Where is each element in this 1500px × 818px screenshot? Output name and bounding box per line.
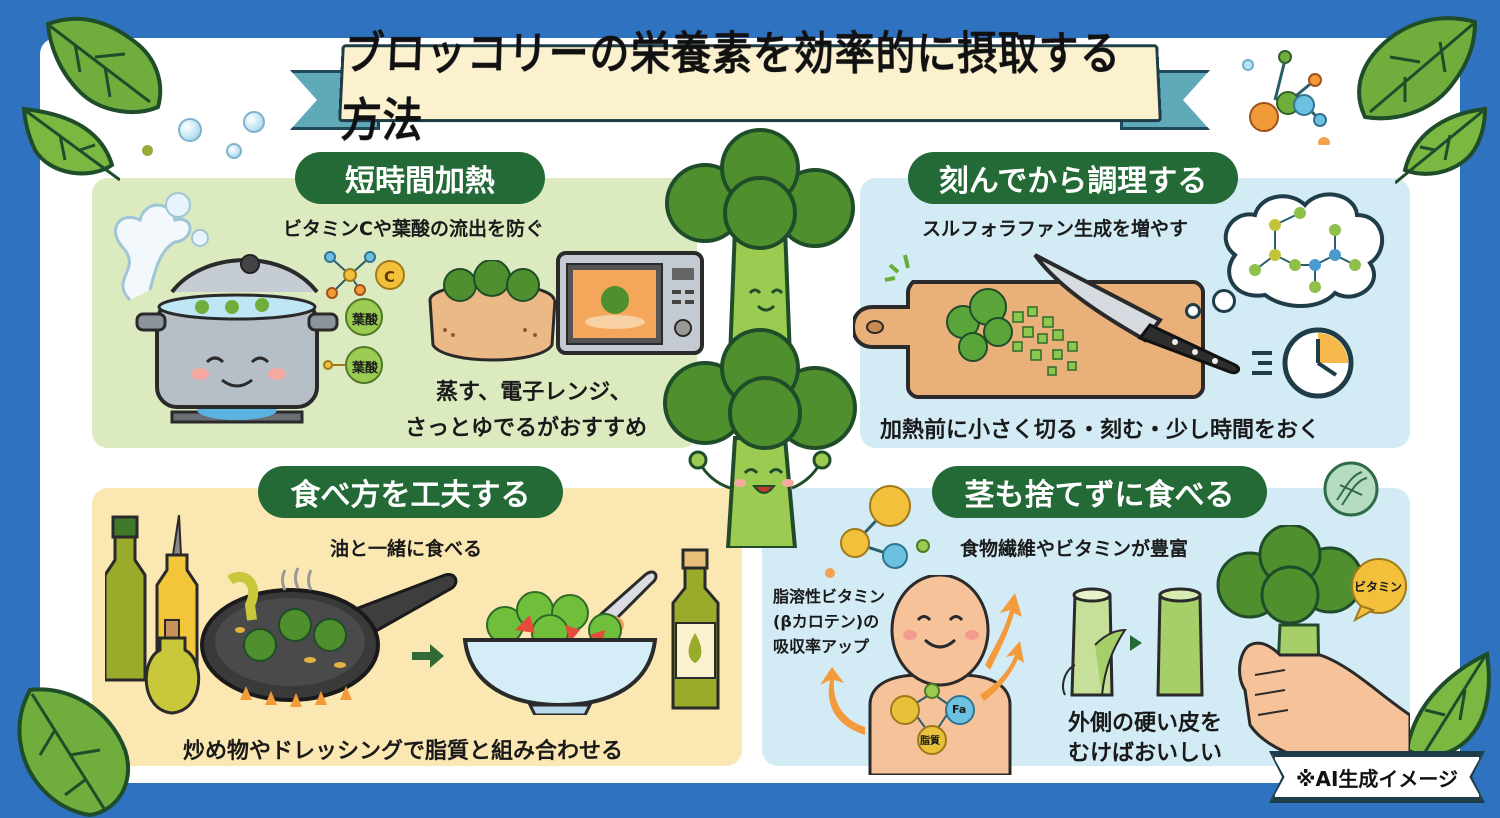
leaf-icon — [1357, 16, 1478, 121]
section-note: 外側の硬い皮を — [1068, 711, 1223, 736]
side-note: 吸収率アップ — [773, 637, 870, 656]
salad-bowl-icon — [462, 570, 658, 715]
leaf-icon — [21, 106, 120, 182]
section-eating-tips — [92, 488, 742, 766]
arrow-right-icon — [412, 644, 444, 668]
microwave-icon — [556, 251, 704, 355]
steam-icon — [114, 192, 209, 302]
fa-label: Fa — [952, 703, 967, 716]
broccoli-character-icon — [663, 128, 857, 548]
vitamin-speech-bubble — [1351, 558, 1407, 623]
section-subtitle: 油と一緒に食べる — [330, 538, 483, 560]
pot-icon — [135, 254, 339, 424]
side-note: (βカロテン)の — [773, 612, 880, 631]
vitamin-label: ビタミン — [1354, 580, 1403, 594]
knife-icon — [1033, 253, 1241, 375]
section-note: 蒸す、電子レンジ、 — [436, 380, 632, 405]
dot-decoration — [142, 145, 153, 156]
section-note: むけばおいしい — [1068, 741, 1223, 766]
bubble-icon — [178, 118, 202, 142]
steamer-icon — [428, 260, 557, 362]
section-note: 炒め物やドレッシングで脂質と組み合わせる — [183, 739, 624, 764]
fat-label: 脂質 — [920, 736, 940, 747]
oil-bottle-icon — [105, 515, 201, 715]
section-heading: 食べ方を工夫する — [258, 466, 563, 518]
section-heading: 刻んでから調理する — [908, 152, 1238, 204]
motion-lines-icon — [884, 254, 910, 282]
side-note: 脂溶性ビタミン — [773, 587, 886, 606]
oil-bottle-icon — [671, 548, 720, 710]
thought-cloud-icon — [1223, 192, 1385, 308]
molecule-icon — [1242, 50, 1330, 145]
leaf-icon — [1395, 106, 1488, 185]
ai-generated-tag: ※AI生成イメージ — [1272, 754, 1482, 800]
page-title: ブロッコリーの栄養素を効率的に摂取する方法 — [339, 28, 1122, 148]
section-subtitle: スルフォラファン生成を増やす — [922, 218, 1189, 240]
clock-icon — [1252, 327, 1354, 399]
section-note: さっとゆでるがおすすめ — [405, 416, 648, 441]
section-heading: 短時間加熱 — [295, 152, 545, 204]
section-subtitle: 食物繊維やビタミンが豊富 — [960, 538, 1189, 560]
section-heading: 茎も捨てずに食べる — [932, 466, 1267, 518]
thought-bubble — [1212, 289, 1236, 313]
bubble-icon — [226, 143, 242, 159]
folate-label: 葉酸 — [352, 361, 379, 376]
fiber-icon — [1323, 461, 1379, 517]
molecule-icon — [825, 485, 930, 578]
banner-body: ブロッコリーの栄養素を効率的に摂取する方法 — [338, 28, 1162, 148]
folate-label: 葉酸 — [352, 313, 379, 328]
title-banner: ブロッコリーの栄養素を効率的に摂取する方法 — [290, 28, 1210, 148]
leaf-icon — [17, 687, 131, 818]
person-icon — [820, 575, 1024, 775]
vitamin-c-label: C — [384, 268, 396, 286]
leaf-icon — [45, 16, 163, 114]
thought-bubble — [1185, 303, 1201, 319]
section-subtitle: ビタミンCや葉酸の流出を防ぐ — [283, 218, 544, 240]
hand-broccoli-icon — [1216, 525, 1410, 770]
bubble-icon — [243, 111, 265, 133]
molecule-icon — [323, 251, 405, 384]
frying-pan-icon — [200, 567, 458, 707]
stem-peel-icon — [1062, 587, 1204, 697]
section-note: 加熱前に小さく切る・刻む・少し時間をおく — [880, 418, 1321, 443]
